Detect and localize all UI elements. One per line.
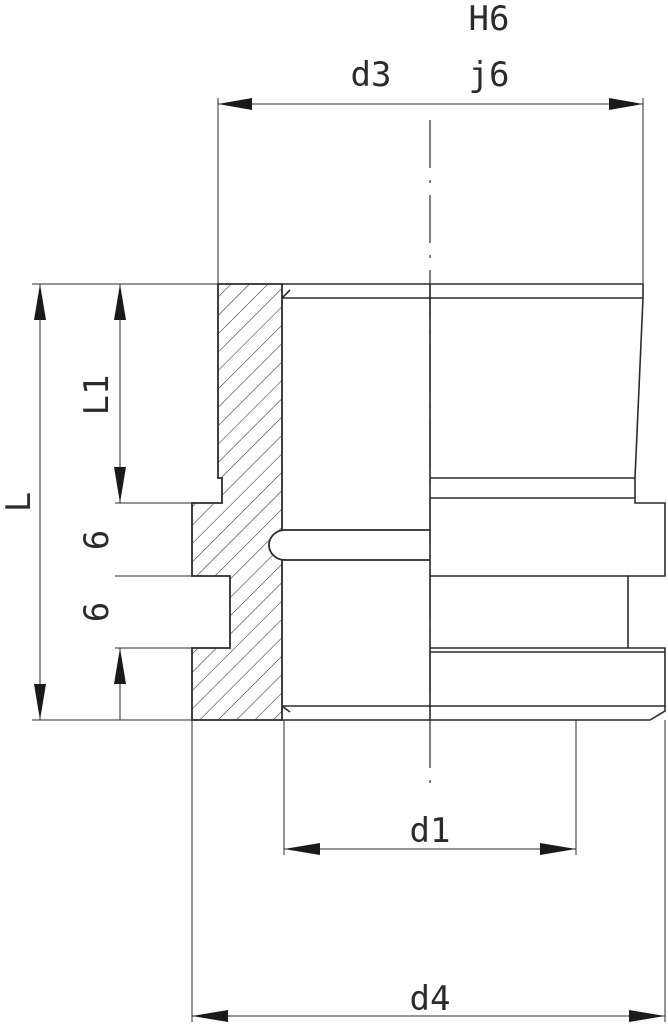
dim-L1-arrow-bottom (114, 467, 126, 503)
label-d4: d4 (410, 979, 451, 1019)
label-L: L (0, 492, 39, 512)
right-outer-contour (282, 283, 666, 721)
bore-bottom-start (281, 705, 291, 713)
groove-cut (268, 529, 430, 561)
label-L1: L1 (77, 375, 117, 416)
dim-d4-arrow-left (192, 1010, 228, 1022)
label-land-width: 6 (77, 602, 117, 622)
wall-section-hatch (191, 283, 283, 721)
dim-d4-arrow-right (629, 1010, 665, 1022)
dim-L-arrow-top (34, 284, 46, 320)
label-tolerance-shaft: j6 (469, 55, 510, 95)
dim-land-arrow (114, 648, 126, 684)
dim-L-arrow-bottom (34, 684, 46, 720)
dim-L1-arrow-top (114, 284, 126, 320)
bore-top-start (281, 289, 291, 299)
dim-d3-arrow-right (609, 98, 643, 110)
dim-d1-arrow-right (540, 843, 576, 855)
label-tolerance-hole: H6 (469, 0, 510, 39)
label-d1: d1 (410, 811, 451, 851)
dim-d1-arrow-left (284, 843, 320, 855)
dim-d3-arrow-left (218, 98, 252, 110)
label-d3: d3 (351, 55, 392, 95)
label-groove-width: 6 (77, 530, 117, 550)
